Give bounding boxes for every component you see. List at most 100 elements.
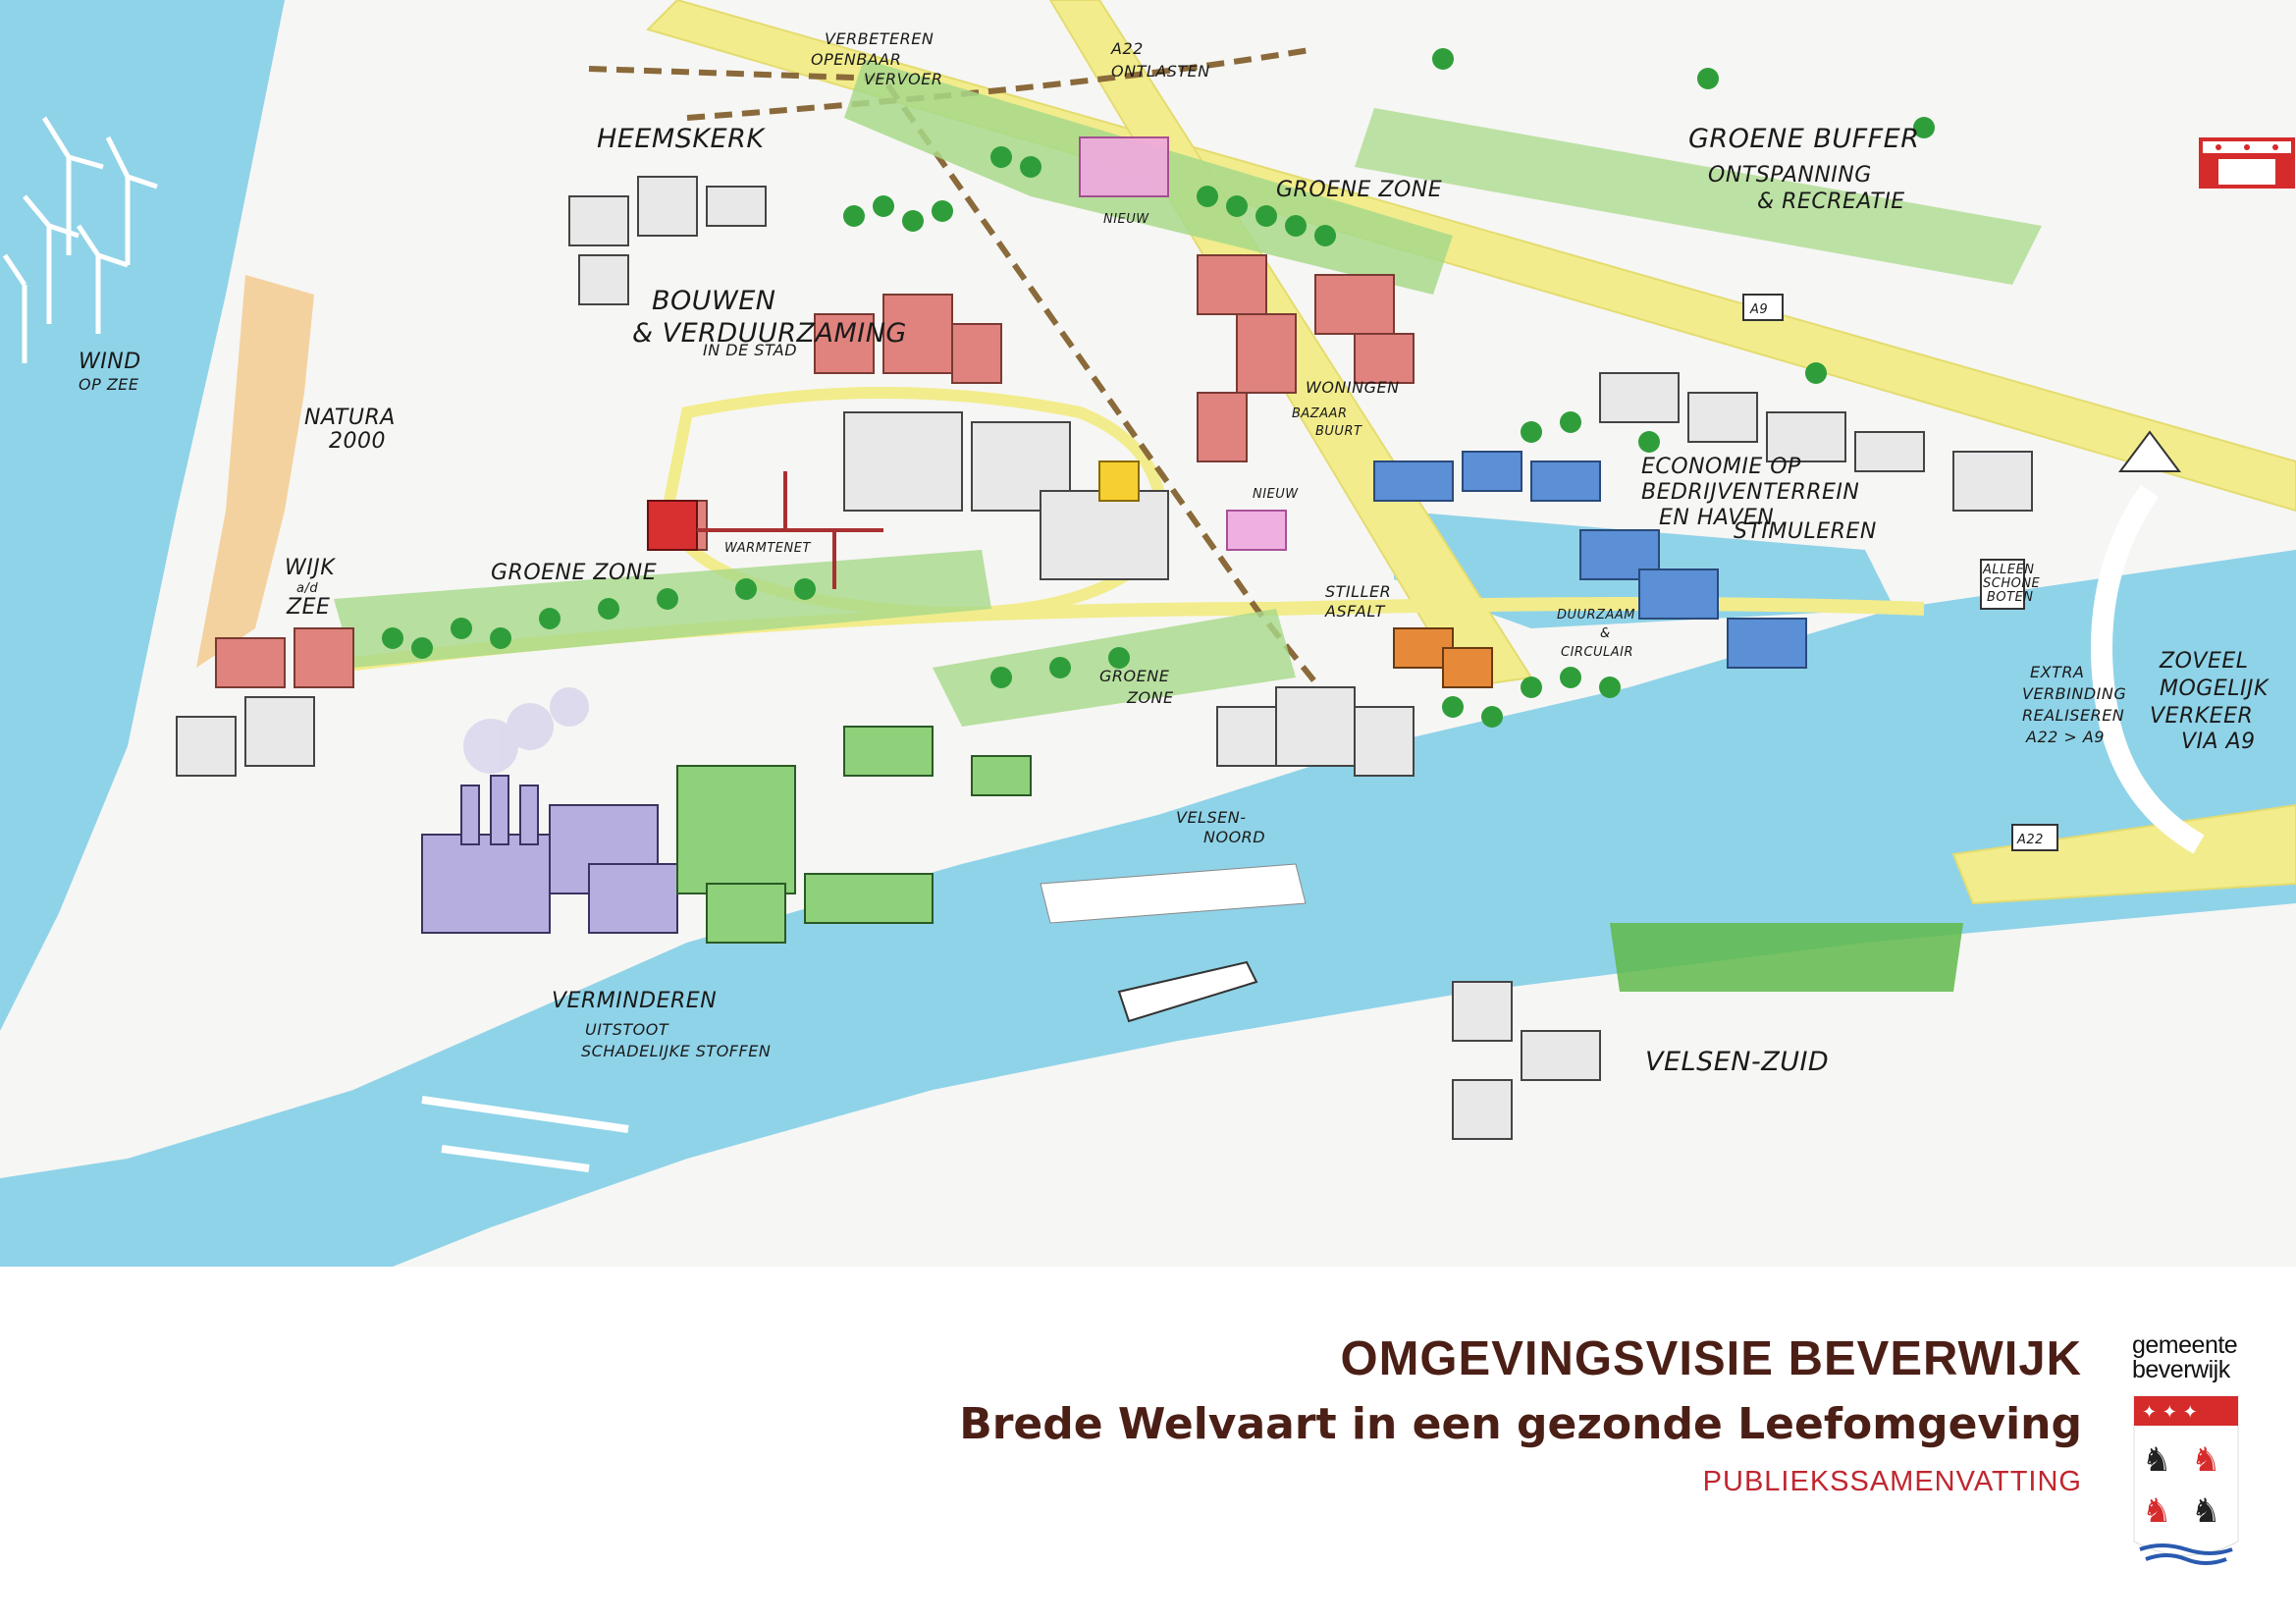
rail-line-2 (686, 46, 1316, 121)
label-zoveel-2: MOGELIJK (2160, 677, 2269, 701)
rail-line (588, 66, 1338, 709)
brand-name: gemeente beverwijk (2132, 1333, 2250, 1382)
label-groene-zone-left: GROENE ZONE (491, 561, 657, 585)
label-alleen-schone-boten-3: BOTEN (1987, 590, 2034, 605)
red-buildings (215, 254, 1415, 688)
land-south (393, 903, 2296, 1267)
lower-jetty (421, 1096, 629, 1172)
brand-line-2: beverwijk (2132, 1356, 2230, 1383)
title-block: OMGEVINGSVISIE BEVERWIJK Brede Welvaart … (959, 1335, 2082, 1498)
label-zoveel-1: ZOVEEL (2159, 649, 2249, 674)
label-woningen-2: BAZAAR (1292, 406, 1348, 421)
label-verbeteren-ov-1: VERBETEREN (825, 29, 934, 48)
traffic-arrow-head (2118, 430, 2181, 472)
municipality-crest: ✦ ✦ ✦ ♞ ♞ ♞ ♞ (2132, 1394, 2250, 1576)
label-verminderen-3: SCHADELIJKE STOFFEN (581, 1042, 771, 1060)
label-verbeteren-ov-3: VERVOER (864, 70, 942, 88)
label-extra-4: A22 > A9 (2025, 728, 2105, 746)
label-groene-zone-top: GROENE ZONE (1276, 178, 1442, 202)
label-warmtenet: WARMTENET (724, 541, 811, 556)
a22-sign: A22 (2016, 833, 2044, 847)
label-extra-3: REALISEREN (2022, 706, 2124, 725)
label-groene-buffer-3: & RECREATIE (1757, 189, 1905, 214)
label-alleen-schone-boten-1: ALLEEN (1982, 563, 2035, 577)
label-extra-2: VERBINDING (2022, 684, 2126, 703)
label-nieuw-mid: NIEUW (1253, 487, 1299, 502)
a9-sign-box (1742, 294, 1784, 321)
red-warmtenet-building (647, 500, 698, 551)
label-economie-2: BEDRIJVENTERREIN (1641, 480, 1859, 505)
label-wind-op-zee-2: OP ZEE (79, 375, 139, 394)
label-wijk-aan-zee-2: a/d (296, 581, 318, 596)
label-groene-buffer-2: ONTSPANNING (1708, 163, 1872, 188)
windmills (2, 116, 158, 363)
svg-text:♞: ♞ (2191, 1491, 2220, 1531)
label-duurzaam-1: DUURZAAM (1557, 608, 1635, 623)
label-heemskerk: HEEMSKERK (597, 124, 766, 154)
label-bouwen-3: IN DE STAD (703, 341, 797, 359)
label-zoveel-3: VERKEER (2150, 704, 2253, 729)
label-verminderen-1: VERMINDEREN (552, 989, 717, 1013)
svg-text:♞: ♞ (2191, 1440, 2220, 1480)
warmtenet-lines (697, 471, 883, 589)
label-wijk-aan-zee-1: WIJK (285, 556, 336, 580)
green-zone-buffer (1355, 108, 2042, 285)
label-a22-ontlasten-2: ONTLASTEN (1111, 62, 1210, 81)
trees (382, 48, 1935, 728)
label-nieuw-top: NIEUW (1103, 212, 1149, 227)
label-velsen-noord-1: VELSEN- (1176, 808, 1246, 827)
page-tag: PUBLIEKSSAMENVATTING (1702, 1466, 2082, 1497)
a22-sign-box (2011, 824, 2058, 851)
label-duurzaam-3: CIRCULAIR (1561, 645, 1633, 660)
map-illustration: A9 A22 WIND OP ZEE NATURA 2000 WIJK a/d … (0, 0, 2296, 1267)
pink-bridges (1079, 136, 1287, 551)
green-zone-velsen (1610, 923, 1963, 992)
page-subtitle: Brede Welvaart in een gezonde Leefomgevi… (959, 1399, 2082, 1449)
blue-buildings (1373, 451, 1807, 669)
label-natura-2: 2000 (329, 429, 386, 454)
svg-text:✦ ✦ ✦: ✦ ✦ ✦ (2142, 1402, 2198, 1423)
crest-badge-top (2199, 137, 2295, 189)
label-zoveel-4: VIA A9 (2181, 730, 2256, 754)
label-wijk-aan-zee-3: ZEE (286, 595, 330, 620)
factory-smoke (463, 687, 589, 774)
green-zone-mid (933, 609, 1296, 727)
traffic-arrow (2091, 484, 2205, 854)
page-title: OMGEVINGSVISIE BEVERWIJK (1340, 1332, 2082, 1385)
label-groene-zone-mid-2: ZONE (1126, 688, 1174, 707)
label-alleen-schone-boten-2: SCHONE (1983, 576, 2041, 591)
label-economie-1: ECONOMIE OP (1641, 455, 1801, 479)
label-economie-3: EN HAVEN (1659, 506, 1774, 530)
cruise-ship (1117, 960, 1258, 1023)
label-velsen-noord-2: NOORD (1203, 828, 1265, 846)
yellow-building (1098, 460, 1140, 502)
label-verminderen-2: UITSTOOT (585, 1020, 669, 1039)
green-industry (676, 726, 1032, 944)
label-natura-1: NATURA (304, 406, 396, 430)
svg-text:♞: ♞ (2142, 1440, 2171, 1480)
label-wind-op-zee-1: WIND (79, 350, 141, 374)
label-verbeteren-ov-2: OPENBAAR (811, 50, 901, 69)
label-stiller-asfalt-2: ASFALT (1324, 602, 1386, 621)
dunes (196, 275, 314, 668)
grey-buildings (176, 176, 2033, 1140)
label-duurzaam-2: & (1600, 626, 1611, 641)
label-a22-ontlasten-1: A22 (1110, 39, 1144, 58)
velsen-jetty (1040, 863, 1307, 924)
label-extra-1: EXTRA (2030, 663, 2084, 681)
brand-block: gemeente beverwijk ✦ ✦ ✦ ♞ ♞ ♞ ♞ (2132, 1333, 2250, 1576)
label-bouwen-1: BOUWEN (652, 286, 776, 316)
canal (353, 550, 2296, 1100)
label-stiller-asfalt-1: STILLER (1325, 582, 1391, 601)
purple-industry (421, 775, 678, 934)
label-bouwen-2: & VERDUURZAMING (632, 318, 907, 349)
svg-text:♞: ♞ (2142, 1491, 2171, 1531)
label-economie-4: STIMULEREN (1734, 519, 1877, 544)
label-groene-buffer-1: GROENE BUFFER (1688, 124, 1920, 154)
label-groene-zone-mid-1: GROENE (1099, 667, 1170, 685)
label-woningen-1: WONINGEN (1306, 378, 1400, 397)
label-velsen-zuid: VELSEN-ZUID (1645, 1047, 1829, 1077)
alleen-schone-boten-sign (1980, 559, 2025, 610)
brand-line-1: gemeente (2132, 1331, 2238, 1359)
label-woningen-3: BUURT (1315, 424, 1362, 439)
